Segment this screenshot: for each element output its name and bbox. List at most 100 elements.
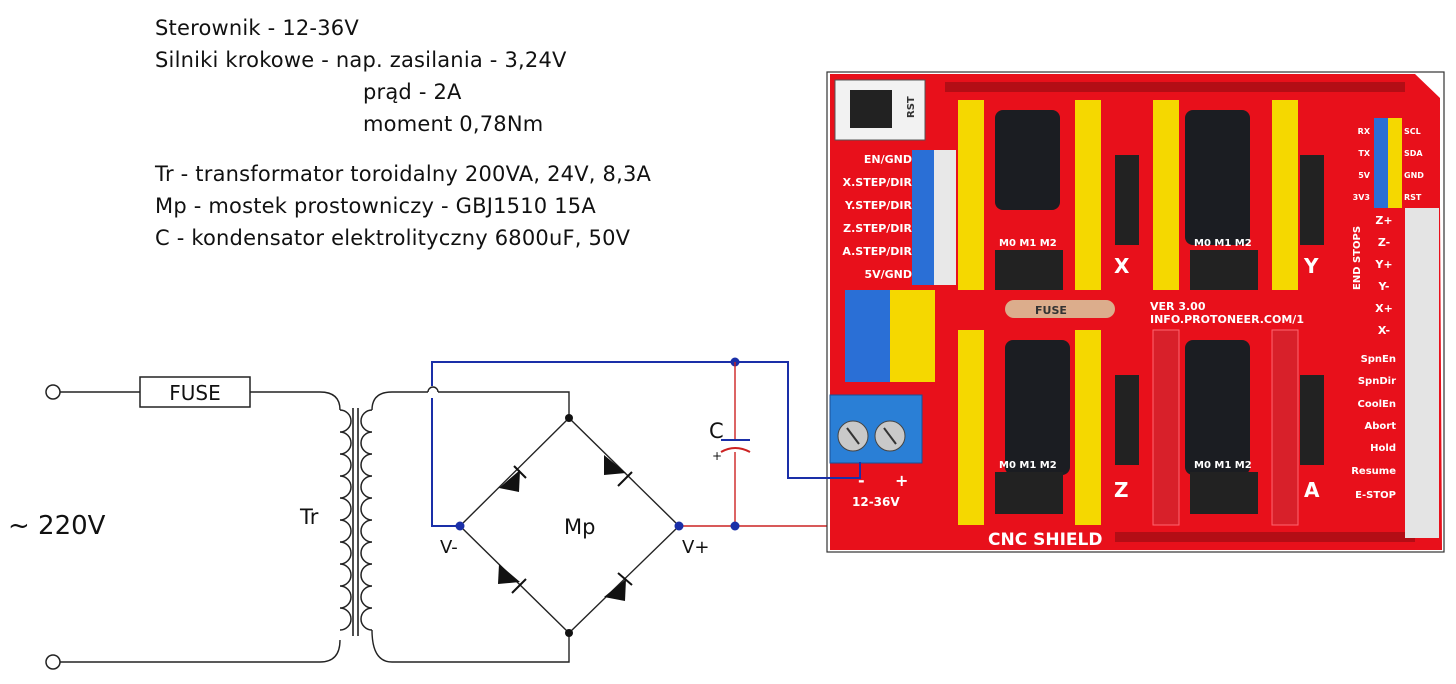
control-pin-label: CoolEn [1358,399,1396,410]
endstop-pin-column [1405,208,1439,538]
top-right-pin-label-2: GND [1404,171,1424,180]
cap-plus-mark: + [712,449,722,463]
top-right-pin-label: 5V [1358,171,1371,180]
driver-a-header-left [1152,329,1180,526]
diode-bottom-right [604,572,633,601]
cap-label: C [709,419,724,443]
jumpers-z [995,472,1063,514]
endstop-label: Y- [1378,280,1390,293]
left-pin-label: Z.STEP/DIR [843,222,912,235]
top-right-pin-label: TX [1358,149,1370,158]
vplus-label: V+ [682,537,709,558]
capacitor-symbol [720,439,751,453]
side-header-y [1300,155,1324,245]
i2c-pins-yellow [1388,118,1402,208]
endstop-label: Y+ [1374,258,1392,271]
board-version: VER 3.00 [1150,300,1206,313]
jumpers-x [995,250,1063,290]
i2c-pins-blue [1374,118,1388,208]
wire-negative [431,361,861,527]
top-right-pin-label: RX [1358,127,1371,136]
left-pin-label: EN/GND [864,153,912,166]
board-capacitor-x [995,110,1060,210]
terminal-range-label: 12-36V [852,495,900,509]
driver-z-header-right [1075,330,1101,525]
board-capacitor-a [1185,340,1250,475]
axis-letter-z: Z [1114,478,1129,502]
transformer-secondary-coil [360,409,373,631]
control-pin-label: E-STOP [1355,490,1396,501]
wire-positive [679,362,830,527]
driver-pins-label-z: M0 M1 M2 [999,460,1057,471]
diode-top-left [499,465,527,492]
transformer-primary-coil [339,409,352,631]
note-transformer: Tr - transformator toroidalny 200VA, 24V… [155,162,652,186]
side-header-a [1300,375,1324,465]
fuse-symbol [139,376,251,408]
control-pin-labels: SpnEn SpnDir CoolEn Abort Hold Resume E-… [1351,354,1396,501]
node-vminus [455,521,465,531]
note-motors-current: prąd - 2A [363,80,462,104]
driver-z-header-left [958,330,984,525]
bridge-label: Mp [564,515,595,539]
terminal-plus-label: + [895,471,908,490]
schematic: ~ 220V FUSE Tr [8,357,861,670]
bottom-header-pins [1115,532,1415,542]
note-bridge: Mp - mostek prostowniczy - GBJ1510 15A [155,194,596,218]
endstop-label: Z+ [1375,214,1392,227]
board-fuse [1005,300,1115,318]
left-pin-label: A.STEP/DIR [842,245,912,258]
top-right-labels: RX TX 5V 3V3 SCL SDA GND RST [1353,127,1425,202]
cnc-shield-board: RST EN/GND X.STEP/DIR Y.STEP/DIR Z.STEP/… [826,71,1445,553]
note-controller: Sterownik - 12-36V [155,16,359,40]
end-stops-label: END STOPS [1352,226,1363,290]
control-pin-label: Abort [1365,421,1397,432]
left-pin-label: 5V/GND [864,268,912,281]
mains-label: ~ 220V [8,511,106,541]
control-pin-label: SpnEn [1361,354,1396,365]
driver-y-header-right [1272,100,1298,290]
endstop-label: Z- [1378,236,1390,249]
top-right-pin-label: 3V3 [1353,193,1370,202]
transformer-label: Tr [299,505,319,529]
axis-jumper-yellow [890,290,935,382]
left-pin-label: Y.STEP/DIR [844,199,913,212]
left-pin-block-blue [912,150,934,285]
left-pin-label: X.STEP/DIR [843,176,913,189]
driver-y-header-left [1153,100,1179,290]
top-right-pin-label-2: SDA [1404,149,1423,158]
fuse-label: FUSE [169,381,220,405]
board-website: INFO.PROTONEER.COM/1 [1150,313,1304,326]
mains-terminal-bottom [45,654,61,670]
driver-x-header-right [1075,100,1101,290]
vminus-label: V- [440,537,458,558]
jumpers-a [1190,472,1258,514]
diode-bottom-left [498,564,527,594]
note-motors-torque: moment 0,78Nm [363,112,544,136]
driver-pins-label-a: M0 M1 M2 [1194,460,1252,471]
driver-pins-label-y: M0 M1 M2 [1194,238,1252,249]
jumpers-y [1190,250,1258,290]
board-fuse-label: FUSE [1035,304,1067,317]
control-pin-label: Resume [1351,466,1396,477]
control-pin-label: SpnDir [1358,376,1396,387]
top-header-pins [945,82,1405,92]
reset-button-cap [850,90,892,128]
board-capacitor-z [1005,340,1070,475]
left-pin-block-white [934,150,956,285]
axis-letter-x: X [1114,254,1130,278]
node-vplus [674,521,684,531]
diode-top-right [604,455,633,487]
terminal-minus-label: - [858,471,865,490]
side-header-z [1115,375,1139,465]
endstop-label: X- [1378,324,1390,337]
axis-letter-a: A [1304,478,1320,502]
board-title: CNC SHIELD [988,530,1102,550]
endstop-labels: Z+ Z- Y+ Y- X+ X- [1374,214,1392,337]
top-right-pin-label-2: SCL [1404,127,1421,136]
note-capacitor: C - kondensator elektrolityczny 6800uF, … [155,226,631,250]
node-cap-positive [730,521,740,531]
driver-x-header-left [958,100,984,290]
axis-letter-y: Y [1303,254,1319,278]
